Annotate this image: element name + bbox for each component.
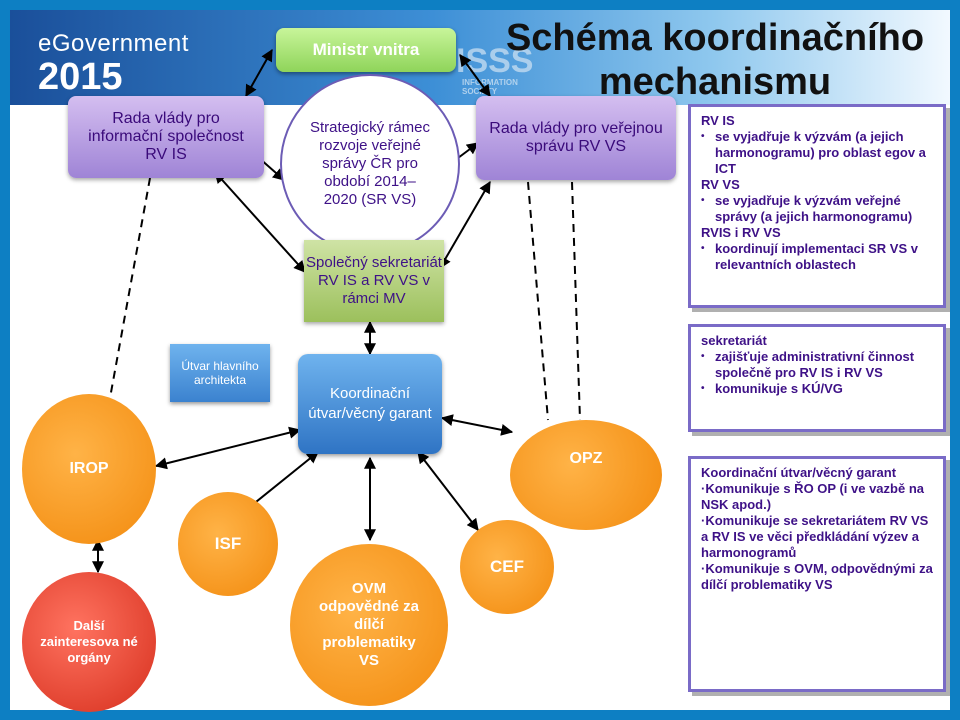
ministr-vnitra-label: Ministr vnitra	[312, 40, 420, 59]
cef-circle: CEF	[460, 520, 554, 614]
strategicky-ramec-label: Strategický rámec rozvoje veřejné správy…	[309, 119, 431, 208]
rvis-rvvs-heading: RVIS i RV VS	[701, 225, 781, 240]
dalsi-organy-circle: Další zainteresova né orgány	[22, 572, 156, 712]
rv-vs-bullet: se vyjadřuje k výzvám veřejné správy (a …	[701, 193, 933, 225]
ovm-circle: OVM odpovědné za dílčí problematiky VS	[290, 544, 448, 706]
egovernment-logo-title: eGovernment	[38, 30, 189, 57]
dashed-rvvs-opz	[571, 181, 581, 421]
koordinacni-line: ·Komunikuje s OVM, odpovědnými za dílčí …	[701, 561, 933, 592]
sekretariat-bullet: komunikuje s KÚ/VG	[701, 381, 933, 397]
page-title: Schéma koordinačního mechanismu	[505, 17, 925, 103]
sekretariat-bullet: zajišťuje administrativní činnost společ…	[701, 349, 933, 381]
arrow-koordinacni-cef	[417, 451, 479, 531]
sekretariat-panel: sekretariát zajišťuje administrativní či…	[688, 324, 946, 432]
ovm-label: OVM odpovědné za dílčí problematiky VS	[318, 580, 419, 669]
utvar-hlavniho-architekta-label: Útvar hlavního architekta	[181, 359, 259, 387]
arrow-koordinacni-irop	[154, 426, 302, 470]
arrow-rvvs-spolecny	[439, 180, 491, 270]
dalsi-organy-label: Další zainteresova né orgány	[40, 618, 138, 665]
rv-is-label: Rada vlády pro informační společnost RV …	[88, 110, 244, 163]
irop-circle: IROP	[22, 394, 156, 544]
rv-description-panel: RV IS se vyjadřuje k výzvám (a jejich ha…	[688, 104, 946, 308]
spolecny-sekretariat-box: Společný sekretariát RV IS a RV VS v rám…	[304, 240, 444, 322]
rv-is-bullet: se vyjadřuje k výzvám (a jejich harmonog…	[701, 129, 933, 177]
koordinacni-line: ·Komunikuje s ŘO OP (i ve vazbě na NSK a…	[701, 481, 924, 512]
koordinacni-utvar-box: Koordinační útvar/věcný garant	[298, 354, 442, 454]
opz-circle: OPZ	[510, 420, 662, 530]
rv-is-box: Rada vlády pro informační společnost RV …	[68, 96, 264, 178]
arrow-ministr-rvis	[245, 48, 273, 98]
irop-label: IROP	[69, 460, 109, 477]
dashed-rvis-irop	[109, 177, 151, 399]
opz-label: OPZ	[569, 450, 603, 467]
strategicky-ramec-circle: Strategický rámec rozvoje veřejné správy…	[280, 74, 460, 254]
rv-is-heading: RV IS	[701, 113, 735, 128]
arrow-rvis-spolecny	[214, 171, 306, 273]
arrow-ministr-rvvs	[459, 54, 491, 97]
rv-vs-label: Rada vlády pro veřejnou správu RV VS	[489, 120, 663, 155]
utvar-hlavniho-architekta-box: Útvar hlavního architekta	[170, 344, 270, 402]
arrow-koordinacni-isf	[245, 451, 319, 511]
koordinacni-line: ·Komunikuje se sekretariátem RV VS a RV …	[701, 513, 929, 560]
dashed-rvvs-opz-2	[527, 181, 549, 421]
cef-label: CEF	[490, 557, 524, 576]
rvis-rvvs-bullet: koordinují implementaci SR VS v relevant…	[701, 241, 933, 273]
koordinacni-utvar-label: Koordinační útvar/věcný garant	[308, 385, 432, 422]
isf-label: ISF	[214, 534, 242, 553]
arrow-koordinacni-opz	[440, 414, 514, 436]
rv-vs-heading: RV VS	[701, 177, 740, 192]
rv-vs-box: Rada vlády pro veřejnou správu RV VS	[476, 96, 676, 180]
ministr-vnitra-box: Ministr vnitra	[276, 28, 456, 72]
isf-circle: ISF	[178, 492, 278, 596]
sekretariat-heading: sekretariát	[701, 333, 767, 348]
koordinacni-heading: Koordinační útvar/věcný garant	[701, 465, 897, 480]
egovernment-logo-year: 2015	[38, 56, 123, 98]
spolecny-sekretariat-label: Společný sekretariát RV IS a RV VS v rám…	[306, 254, 442, 307]
koordinacni-panel: Koordinační útvar/věcný garant ·Komuniku…	[688, 456, 946, 692]
